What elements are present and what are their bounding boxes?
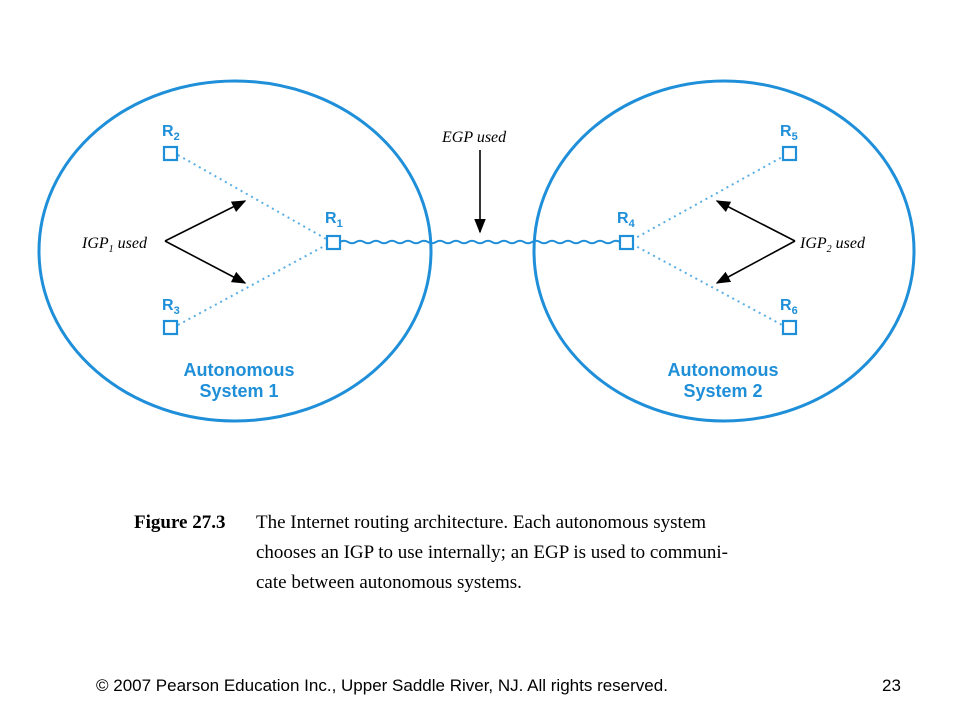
- igp1-arrow-down: [164, 240, 247, 284]
- router-r3[interactable]: [162, 319, 179, 336]
- router-r6[interactable]: [781, 319, 798, 336]
- page-number: 23: [882, 676, 901, 695]
- caption-line-2: chooses an IGP to use internally; an EGP…: [256, 542, 728, 563]
- igp2-arrow-up: [715, 200, 796, 242]
- as2-label-line2: System 2: [683, 381, 762, 401]
- routing-architecture-diagram: R2 R3 R1 R4 R5 R6 EGP used IGP1 used IGP…: [37, 79, 916, 423]
- link-r1-r2: [177, 154, 329, 241]
- slide-footer: © 2007 Pearson Education Inc., Upper Sad…: [0, 676, 960, 700]
- router-label-r6: R6: [780, 297, 798, 317]
- router-label-r2: R2: [162, 123, 180, 143]
- caption-line-3: cate between autonomous systems.: [256, 572, 522, 593]
- figure-caption-text: The Internet routing architecture. Each …: [256, 508, 831, 598]
- igp2-arrow-down: [715, 240, 796, 284]
- router-r5[interactable]: [781, 145, 798, 162]
- router-label-r1: R1: [325, 210, 343, 230]
- autonomous-system-1-boundary: [37, 79, 433, 423]
- igp2-label: IGP2 used: [799, 235, 866, 255]
- autonomous-system-2-boundary: [532, 79, 916, 423]
- link-r1-r3: [177, 243, 329, 326]
- figure-label: Figure 27.3: [134, 512, 226, 533]
- egp-link-r1-r4: [339, 239, 621, 245]
- copyright-notice: © 2007 Pearson Education Inc., Upper Sad…: [96, 676, 668, 695]
- router-label-r3: R3: [162, 297, 180, 317]
- igp1-label: IGP1 used: [81, 235, 148, 255]
- igp1-arrow-up: [164, 200, 247, 242]
- router-label-r4: R4: [617, 210, 636, 230]
- router-r1[interactable]: [325, 234, 342, 251]
- as2-label-line1: Autonomous: [668, 360, 779, 380]
- link-r4-r5: [631, 155, 785, 241]
- as1-label-line2: System 1: [199, 381, 278, 401]
- egp-label: EGP used: [441, 129, 507, 146]
- link-r4-r6: [631, 243, 785, 327]
- router-label-r5: R5: [780, 123, 798, 143]
- caption-line-1: The Internet routing architecture. Each …: [256, 512, 707, 533]
- router-r4[interactable]: [618, 234, 635, 251]
- as1-label-line1: Autonomous: [184, 360, 295, 380]
- router-r2[interactable]: [162, 145, 179, 162]
